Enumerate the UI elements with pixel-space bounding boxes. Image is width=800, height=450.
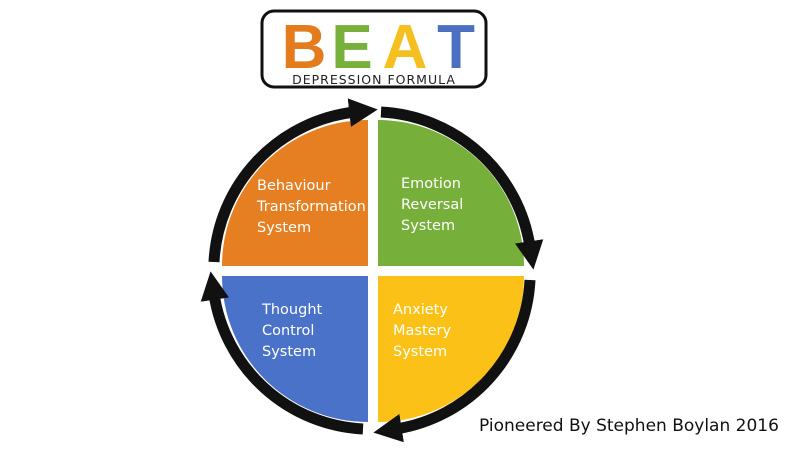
label-behaviour-line-3: System [257, 220, 311, 236]
label-anxiety-line-2: Mastery [393, 323, 452, 339]
label-emotion-line-2: Reversal [401, 197, 463, 213]
label-emotion-line-3: System [401, 218, 455, 234]
label-emotion: Emotion Reversal System [401, 176, 468, 234]
quadrant-wheel [222, 120, 524, 422]
logo-tagline: DEPRESSION FORMULA [292, 72, 456, 87]
quadrant-anxiety [378, 276, 524, 422]
quadrant-emotion [378, 120, 524, 266]
label-anxiety-line-3: System [393, 344, 447, 360]
label-thought-line-1: Thought [261, 302, 323, 318]
logo-letter-t: T [437, 13, 475, 82]
quadrant-behaviour [222, 120, 368, 266]
logo-frame [260, 9, 488, 89]
label-thought-line-2: Control [262, 323, 314, 339]
logo-letter-a: A [383, 13, 428, 82]
arrow-top-left [208, 98, 378, 263]
logo-letter-e: E [331, 13, 372, 82]
label-behaviour-line-2: Transformation [256, 199, 366, 215]
label-thought: Thought Control System [261, 302, 327, 360]
label-emotion-line-1: Emotion [401, 176, 461, 192]
label-thought-line-3: System [262, 344, 316, 360]
arrow-top-right [380, 106, 544, 270]
label-behaviour-line-1: Behaviour [257, 178, 331, 194]
logo-letter-b: B [282, 13, 327, 82]
label-anxiety-line-1: Anxiety [393, 302, 448, 318]
arrow-bottom-left [200, 271, 364, 435]
credit-text: Pioneered By Stephen Boylan 2016 [479, 416, 779, 436]
cycle-arrows [200, 98, 544, 443]
arrow-bottom-right [373, 279, 536, 443]
quadrant-thought [222, 276, 368, 422]
logo: B E A T DEPRESSION FORMULA [260, 9, 488, 89]
label-anxiety: Anxiety Mastery System [393, 302, 456, 360]
label-behaviour: Behaviour Transformation System [256, 178, 370, 236]
